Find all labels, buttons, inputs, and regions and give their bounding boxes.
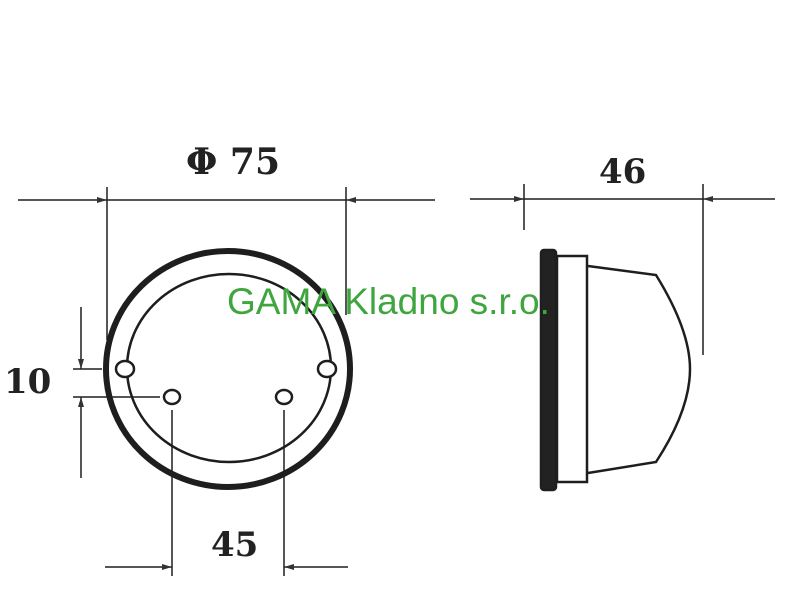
diameter-dimension (18, 187, 435, 340)
mount-hole-right (316, 359, 338, 379)
outer-rim (103, 248, 353, 490)
hole-lower-left (162, 388, 182, 406)
side-view (539, 248, 692, 492)
lens-dome (587, 264, 692, 475)
base-flange (555, 254, 589, 484)
hole-lower-right (274, 388, 294, 406)
depth-label: 46 (599, 152, 646, 192)
front-view (103, 248, 353, 490)
hole-offset-dimension (73, 307, 160, 478)
watermark: GAMA Kladno s.r.o. (227, 281, 550, 322)
hole-offset-label: 10 (4, 362, 51, 402)
mount-hole-left (114, 359, 136, 379)
hole-spacing-dimension (105, 410, 348, 576)
depth-dimension (470, 184, 775, 355)
diameter-label: Φ 75 (186, 141, 280, 183)
hole-spacing-label: 45 (211, 525, 258, 565)
